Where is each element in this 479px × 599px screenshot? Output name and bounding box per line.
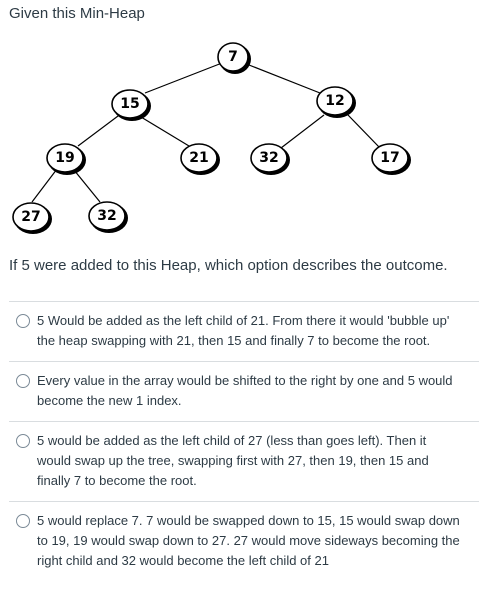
edge-7-12 xyxy=(243,62,321,94)
edge-7-15 xyxy=(144,62,223,94)
heap-node-32: 32 xyxy=(250,143,290,175)
radio-button-icon[interactable] xyxy=(16,514,30,528)
radio-button-icon[interactable] xyxy=(16,374,30,388)
min-heap-diagram: 7 15 12 19 21 32 17 27 32 xyxy=(12,42,411,234)
edge-12-32 xyxy=(280,114,325,149)
heap-node-7: 7 xyxy=(217,42,251,74)
page-title: Given this Min-Heap xyxy=(9,5,145,22)
radio-button-icon[interactable] xyxy=(16,434,30,448)
edge-15-21 xyxy=(140,116,190,147)
heap-node-17-label: 17 xyxy=(380,150,399,166)
heap-node-19-label: 19 xyxy=(55,150,74,166)
answer-option-4-text: 5 would replace 7. 7 would be swapped do… xyxy=(37,513,460,568)
heap-node-12: 12 xyxy=(316,86,356,118)
answer-option-2-text: Every value in the array would be shifte… xyxy=(37,373,453,408)
heap-node-19: 19 xyxy=(46,143,86,175)
question-text: If 5 were added to this Heap, which opti… xyxy=(9,257,448,274)
heap-node-21: 21 xyxy=(180,143,220,175)
answer-option-2[interactable]: Every value in the array would be shifte… xyxy=(9,361,479,421)
heap-node-7-label: 7 xyxy=(228,49,238,65)
answer-option-3[interactable]: 5 would be added as the left child of 27… xyxy=(9,421,479,501)
heap-node-27: 27 xyxy=(12,202,52,234)
answer-option-1[interactable]: 5 Would be added as the left child of 21… xyxy=(9,301,479,361)
heap-node-17: 17 xyxy=(371,143,411,175)
answer-option-3-text: 5 would be added as the left child of 27… xyxy=(37,433,429,488)
radio-button-icon[interactable] xyxy=(16,314,30,328)
answer-option-1-text: 5 Would be added as the left child of 21… xyxy=(37,313,450,348)
heap-node-32-child: 32 xyxy=(88,201,128,233)
heap-node-21-label: 21 xyxy=(189,150,208,166)
edge-15-19 xyxy=(77,115,119,147)
edge-12-17 xyxy=(347,114,381,149)
heap-node-12-label: 12 xyxy=(325,93,344,109)
heap-node-15: 15 xyxy=(111,89,151,121)
edge-19-27 xyxy=(31,168,58,203)
heap-node-27-label: 27 xyxy=(21,209,40,225)
heap-node-32-label: 32 xyxy=(259,150,278,166)
heap-node-32-child-label: 32 xyxy=(97,208,116,224)
answer-options: 5 Would be added as the left child of 21… xyxy=(9,301,479,581)
edge-19-32 xyxy=(73,169,101,203)
heap-node-15-label: 15 xyxy=(120,96,139,112)
answer-option-4[interactable]: 5 would replace 7. 7 would be swapped do… xyxy=(9,501,479,581)
